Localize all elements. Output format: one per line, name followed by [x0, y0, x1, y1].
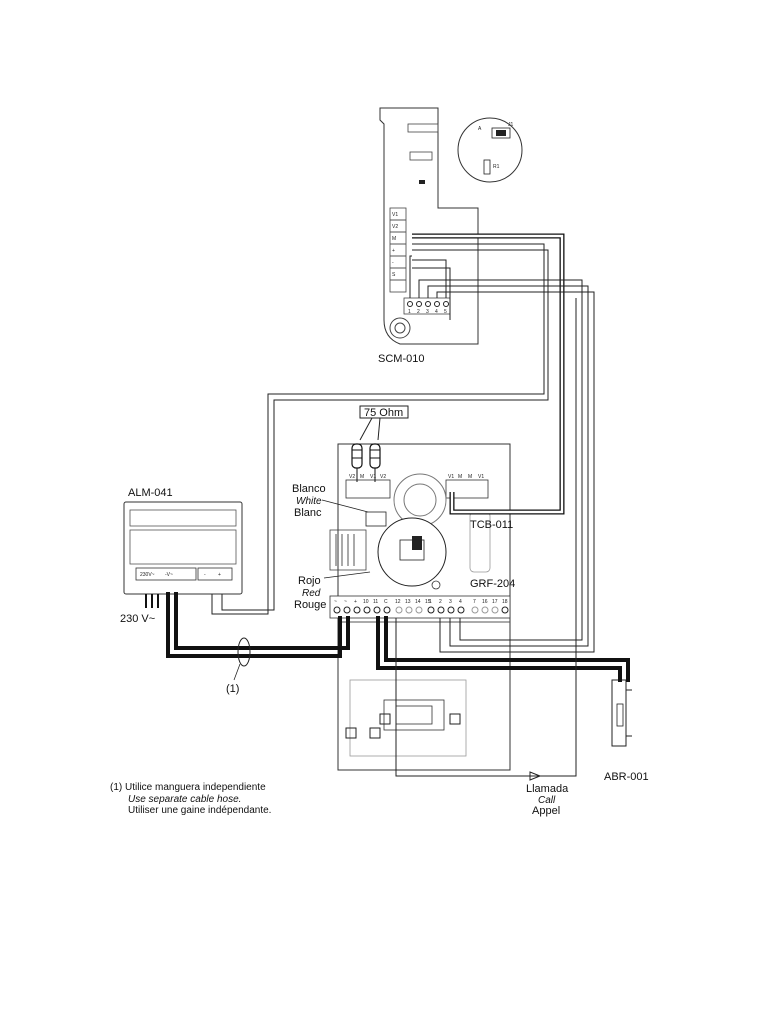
grf-bottom-9: 14 [415, 599, 421, 605]
psu-term-230: 230V~ [140, 572, 155, 578]
psu-term-plus: + [218, 572, 221, 578]
scm-bottom-1: 1 [408, 309, 411, 315]
footnote-es: (1) Utilice manguera independiente [110, 782, 266, 793]
grf-bottom-3: + [354, 599, 357, 605]
red-label-en: Red [302, 588, 321, 599]
grf-bottom-12: 2 [439, 599, 442, 605]
scm-term-minus: - [392, 260, 394, 266]
grf-bottom-8: 13 [405, 599, 411, 605]
grf-top-right-m2: M [468, 474, 472, 480]
grf-bottom-2: ~ [344, 599, 347, 605]
cable-mark-label: (1) [226, 683, 239, 695]
scm-010-module: V1 V2 M + - S 1 2 3 4 5 A J1 R1 SCM-010 [378, 107, 523, 365]
resistors-75ohm: 75 Ohm [351, 405, 409, 482]
jumper-pos-label: A [478, 126, 482, 132]
alm-041-label: ALM-041 [128, 487, 173, 499]
scm-bottom-3: 3 [426, 309, 429, 315]
call-labels: Llamada Call Appel [526, 783, 569, 817]
white-label-en: White [296, 496, 322, 507]
call-label-en: Call [538, 795, 556, 806]
grf-204-label: GRF-204 [470, 578, 515, 590]
white-label-es: Blanco [292, 483, 326, 495]
resistor-r1-label: R1 [493, 164, 500, 170]
footnote: (1) Utilice manguera independiente Use s… [110, 782, 271, 816]
grf-bottom-5: 11 [373, 599, 378, 605]
scm-term-v1: V1 [392, 212, 398, 218]
grf-bottom-6: C [384, 599, 388, 605]
resistor-value-label: 75 Ohm [364, 407, 403, 419]
grf-top-right-m: M [458, 474, 462, 480]
grf-bottom-18: 18 [502, 599, 508, 605]
grf-bottom-1: ~ [334, 599, 337, 605]
grf-top-v2: V2 [349, 474, 355, 480]
scm-term-m: M [392, 236, 396, 242]
footnote-fr: Utiliser une gaine indépendante. [128, 805, 271, 816]
abr-001-label: ABR-001 [604, 771, 649, 783]
wiring: (1) [166, 233, 630, 781]
mains-label: 230 V~ [120, 613, 155, 625]
jumper-label: J1 [508, 122, 514, 128]
grf-bottom-17: 17 [492, 599, 498, 605]
wire-color-labels: Blanco White Blanc Rojo Red Rouge [292, 483, 326, 611]
grf-bottom-7: 12 [395, 599, 401, 605]
grf-top-m: M [360, 474, 364, 480]
grf-bottom-10: 15 [425, 599, 431, 605]
scm-term-plus: + [392, 248, 395, 254]
scm-010-label: SCM-010 [378, 353, 424, 365]
grf-bottom-4: 10 [363, 599, 369, 605]
psu-term-minus: - [204, 572, 206, 578]
abr-001-door-release: ABR-001 [604, 679, 649, 783]
psu-term-v: -V~ [165, 572, 173, 578]
scm-term-s: S [392, 272, 396, 278]
grf-top-right-v1b: V1 [478, 474, 484, 480]
red-label-fr: Rouge [294, 599, 326, 611]
scm-bottom-2: 2 [417, 309, 420, 315]
scm-term-v2: V2 [392, 224, 398, 230]
scm-bottom-4: 4 [435, 309, 438, 315]
footnote-en: Use separate cable hose. [128, 794, 241, 805]
call-label-es: Llamada [526, 783, 569, 795]
grf-bottom-15: 7 [473, 599, 476, 605]
grf-top-v2b: V2 [380, 474, 386, 480]
white-label-fr: Blanc [294, 507, 322, 519]
grf-top-v1: V1 [370, 474, 376, 480]
grf-bottom-11: 1 [429, 599, 432, 605]
grf-top-right-v1: V1 [448, 474, 454, 480]
grf-204-unit: V2 M V1 V2 V1 M M V1 [329, 443, 515, 771]
grf-bottom-16: 16 [482, 599, 488, 605]
alm-041-power-supply: 230V~ -V~ - + ALM-041 230 V~ [120, 487, 243, 625]
grf-bottom-13: 3 [449, 599, 452, 605]
red-label-es: Rojo [298, 575, 321, 587]
scm-bottom-5: 5 [444, 309, 447, 315]
call-label-fr: Appel [532, 805, 560, 817]
tcb-011-label: TCB-011 [470, 519, 513, 531]
grf-bottom-14: 4 [459, 599, 462, 605]
